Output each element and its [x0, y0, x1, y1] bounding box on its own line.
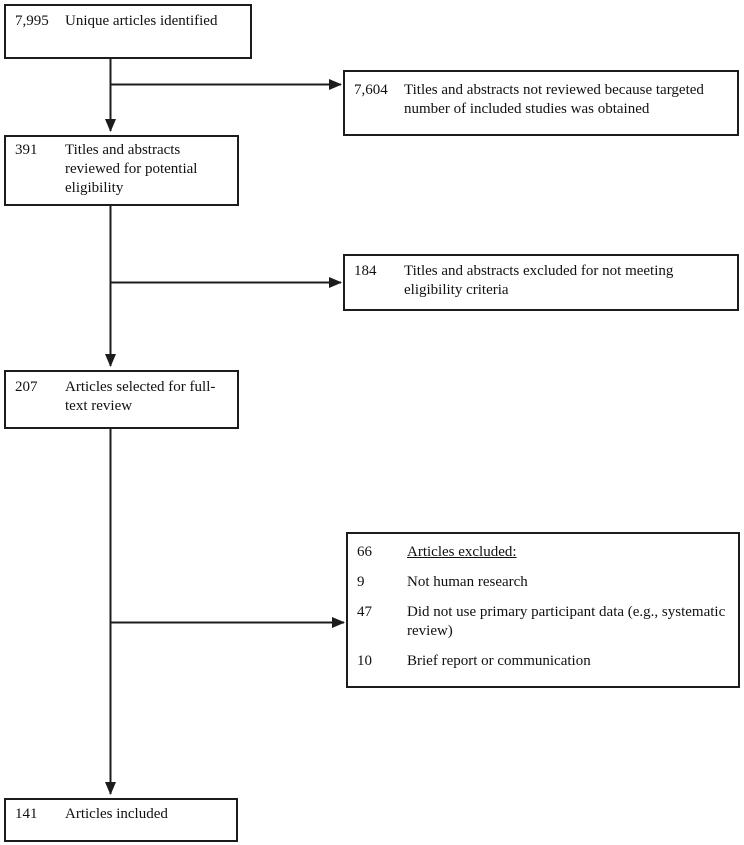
count-value: 9 — [357, 574, 365, 590]
node-row: 7,604 Titles and abstracts not reviewed … — [345, 81, 737, 119]
node-label: Titles and abstracts excluded for not me… — [404, 263, 674, 298]
node-tiab-excluded: 184 Titles and abstracts excluded for no… — [343, 254, 739, 311]
node-articles-excluded: 66 Articles excluded: 9 Not human resear… — [346, 532, 740, 688]
count-value: 207 — [15, 379, 38, 395]
node-label: Titles and abstracts reviewed for potent… — [65, 142, 198, 196]
node-label: Did not use primary participant data (e.… — [407, 604, 726, 639]
excluded-row-brief-report: 10 Brief report or communication — [348, 652, 738, 671]
count-value: 66 — [357, 544, 372, 560]
node-fulltext-review: 207 Articles selected for full-text revi… — [4, 370, 239, 429]
node-row: 207 Articles selected for full-text revi… — [6, 378, 237, 416]
count-value: 7,995 — [15, 13, 49, 29]
node-not-reviewed: 7,604 Titles and abstracts not reviewed … — [343, 70, 739, 136]
count-value: 184 — [354, 263, 377, 279]
count-value: 10 — [357, 653, 372, 669]
node-row: 391 Titles and abstracts reviewed for po… — [6, 141, 237, 198]
count-value: 391 — [15, 142, 38, 158]
excluded-row-total: 66 Articles excluded: — [348, 543, 738, 562]
node-label: Articles excluded: — [407, 544, 517, 560]
node-label: Articles included — [65, 806, 168, 822]
node-label: Unique articles identified — [65, 13, 218, 29]
node-label: Articles selected for full-text review — [65, 379, 216, 414]
node-label: Brief report or communication — [407, 653, 591, 669]
excluded-row-no-primary-data: 47 Did not use primary participant data … — [348, 603, 738, 641]
node-label: Titles and abstracts not reviewed becaus… — [404, 82, 704, 117]
node-row: 7,995 Unique articles identified — [6, 12, 250, 31]
node-reviewed-for-eligibility: 391 Titles and abstracts reviewed for po… — [4, 135, 239, 206]
node-articles-included: 141 Articles included — [4, 798, 238, 842]
count-value: 7,604 — [354, 82, 388, 98]
node-unique-articles: 7,995 Unique articles identified — [4, 4, 252, 59]
node-label: Not human research — [407, 574, 528, 590]
count-value: 47 — [357, 604, 372, 620]
node-row: 184 Titles and abstracts excluded for no… — [345, 262, 737, 300]
node-row: 141 Articles included — [6, 805, 236, 824]
count-value: 141 — [15, 806, 38, 822]
excluded-row-not-human: 9 Not human research — [348, 573, 738, 592]
